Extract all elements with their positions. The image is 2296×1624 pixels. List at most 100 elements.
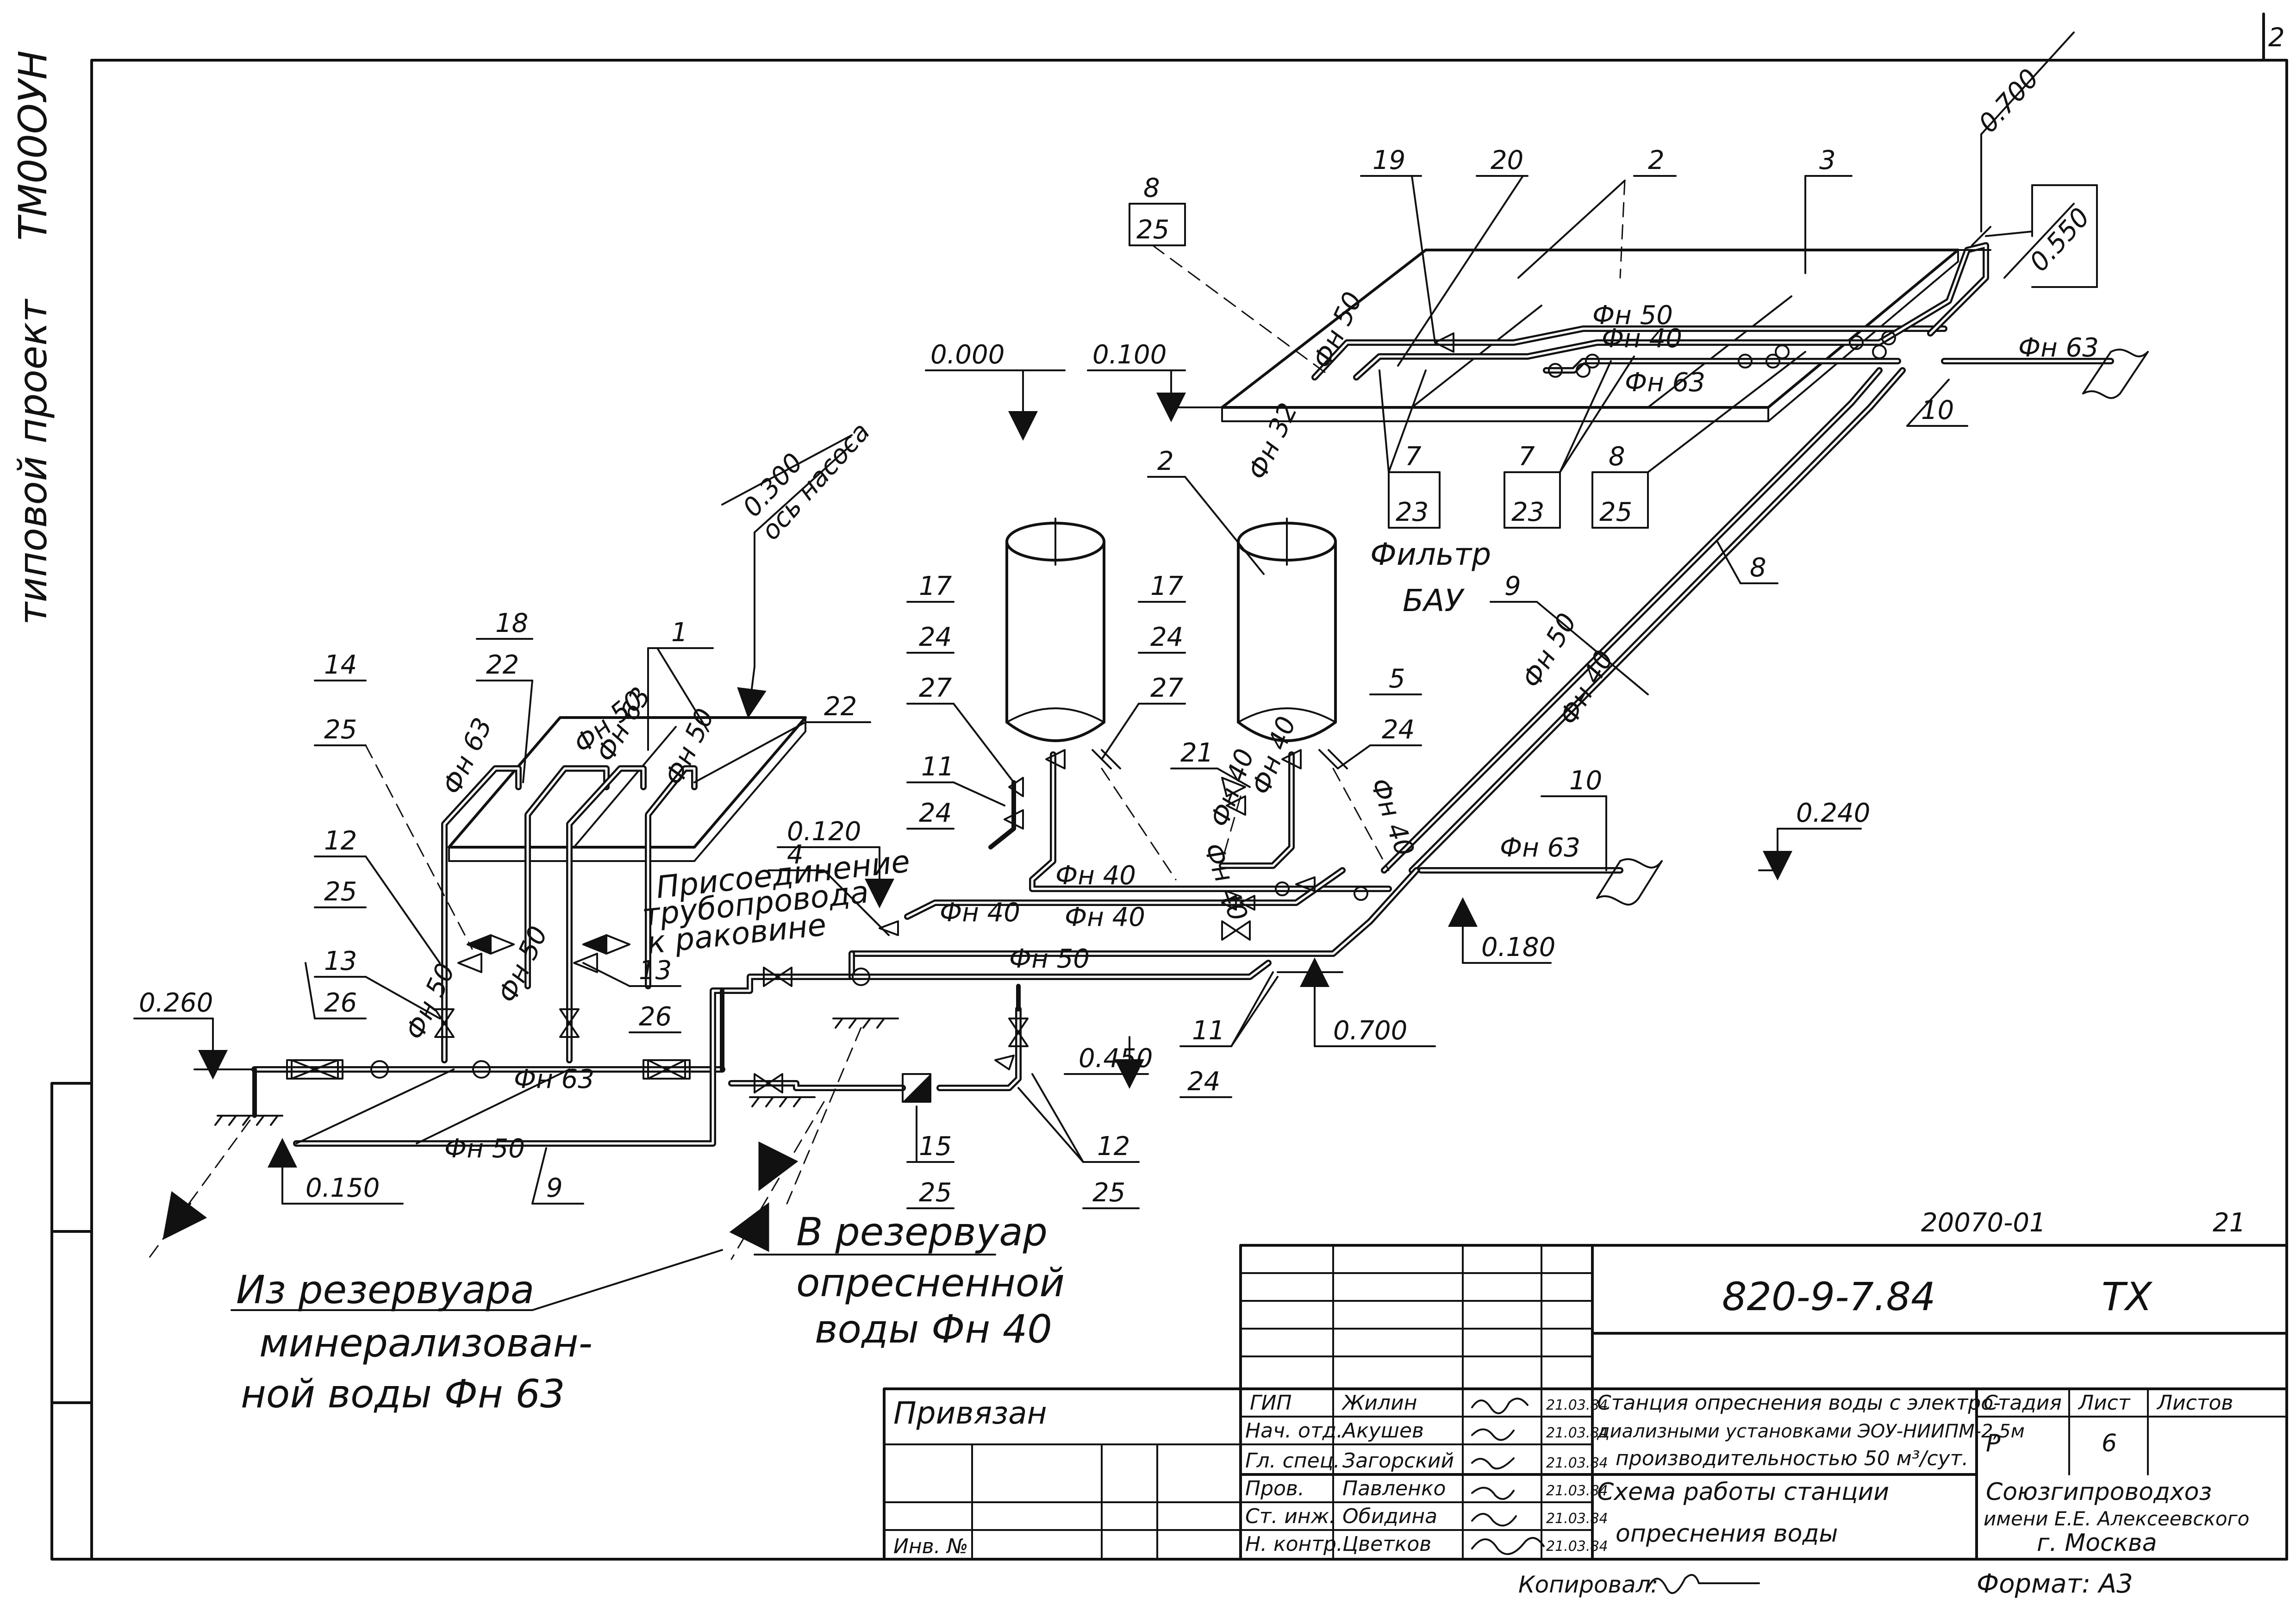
pump-risers bbox=[441, 765, 698, 1063]
source-note-3: ной воды Фн 63 bbox=[241, 1371, 565, 1417]
tag-27-right: 27 bbox=[1150, 673, 1184, 703]
date: 21.03.84 bbox=[1546, 1425, 1608, 1441]
discipline-code: ТХ bbox=[2102, 1274, 2153, 1319]
tag-21: 21 bbox=[1180, 738, 1213, 768]
tag-23-b: 23 bbox=[1511, 497, 1544, 527]
tag-7-b: 7 bbox=[1518, 442, 1535, 472]
date: 21.03.84 bbox=[1546, 1511, 1608, 1527]
copied-by-label: Копировал: bbox=[1518, 1571, 1659, 1598]
tag-2-top: 2 bbox=[1648, 145, 1665, 175]
tag-13-right: 13 bbox=[639, 956, 672, 986]
pipe-label: Фн 40 bbox=[1065, 902, 1145, 932]
sheet-value: 6 bbox=[2102, 1430, 2117, 1457]
tag-26-left: 26 bbox=[324, 988, 357, 1018]
stage-value: Р bbox=[1986, 1430, 2001, 1457]
dest-note-3: воды Фн 40 bbox=[815, 1306, 1052, 1352]
tag-8-right: 8 bbox=[1609, 442, 1625, 472]
document-code: 820-9-7.84 bbox=[1722, 1274, 1935, 1319]
pipe-label: Фн 63 bbox=[1625, 368, 1705, 398]
level-0240: 0.240 bbox=[1796, 798, 1870, 828]
pipe-label: Фн 50 bbox=[1307, 287, 1368, 373]
dest-note-2: опресненной bbox=[796, 1260, 1065, 1305]
tag-12-left: 12 bbox=[324, 826, 357, 856]
tag-25-15: 25 bbox=[919, 1178, 952, 1208]
upper-pipes bbox=[1311, 242, 2149, 399]
date: 21.03.84 bbox=[1546, 1538, 1608, 1555]
tag-25-right: 25 bbox=[1599, 497, 1632, 527]
filter-label-1: Фильтр bbox=[1370, 537, 1491, 572]
tag-12-mid: 12 bbox=[1097, 1131, 1130, 1162]
level-0450: 0.450 bbox=[1079, 1043, 1153, 1074]
dest-note-1: В резервуар bbox=[796, 1209, 1048, 1255]
pipe-label: Фн 63 bbox=[2018, 333, 2099, 363]
level-0700-top: 0.700 bbox=[1973, 63, 2045, 139]
tag-15: 15 bbox=[919, 1131, 952, 1162]
tag-25-top: 25 bbox=[1136, 215, 1169, 245]
tag-18: 18 bbox=[495, 608, 528, 638]
tag-19: 19 bbox=[1373, 145, 1405, 175]
pipe-label: Фн 50 bbox=[1009, 944, 1090, 974]
pipe-label: Фн 40 bbox=[1364, 775, 1420, 861]
pipe-label: Фн 50 bbox=[493, 922, 554, 1007]
tag-1: 1 bbox=[671, 618, 688, 648]
tag-24-5: 24 bbox=[1382, 715, 1415, 745]
sheet-title-1: Схема работы станции bbox=[1597, 1478, 1889, 1506]
pump-platform bbox=[448, 716, 807, 862]
level-0700-bottom: 0.700 bbox=[1333, 1016, 1407, 1046]
pipe-label: Фн 63 bbox=[437, 713, 498, 799]
format-label: Формат: А3 bbox=[1977, 1569, 2133, 1599]
tag-24-17l: 24 bbox=[919, 622, 952, 652]
tag-9-bottom: 9 bbox=[546, 1173, 563, 1203]
org-city: г. Москва bbox=[2037, 1529, 2157, 1557]
archive-number: 20070-01 bbox=[1921, 1208, 2046, 1238]
level-0120: 0.120 bbox=[787, 817, 861, 847]
tag-20: 20 bbox=[1491, 145, 1523, 175]
sheet-header: Лист bbox=[2078, 1391, 2131, 1415]
tag-labels: 8 25 19 20 2 3 7 23 7 23 8 25 10 2 9 8 1… bbox=[324, 145, 1954, 1208]
tag-27-left: 27 bbox=[919, 673, 952, 703]
level-0100: 0.100 bbox=[1092, 340, 1167, 370]
source-note-2: минерализован- bbox=[259, 1320, 593, 1366]
date: 21.03.84 bbox=[1546, 1455, 1608, 1471]
pipe-label: Фн 50 bbox=[444, 1134, 525, 1164]
corner-mark: 2 bbox=[2268, 23, 2285, 53]
leaders bbox=[133, 31, 2098, 1311]
level-0000: 0.000 bbox=[930, 340, 1004, 370]
tag-5: 5 bbox=[1389, 664, 1405, 694]
project-title-1: Станция опреснения воды с электро- bbox=[1597, 1391, 2001, 1415]
role-chief-spec: Гл. спец. bbox=[1245, 1449, 1340, 1473]
name-akushev: Акушев bbox=[1341, 1419, 1424, 1443]
name-pavlenko: Павленко bbox=[1342, 1477, 1446, 1500]
inventory-label: Инв. № bbox=[893, 1535, 968, 1558]
pipe-label: Фн 40 bbox=[1055, 861, 1136, 891]
sheet-total: 21 bbox=[2213, 1208, 2246, 1238]
tag-10-top: 10 bbox=[1921, 395, 1954, 425]
pipe-label: Фн 40 bbox=[1198, 839, 1254, 925]
tag-14: 14 bbox=[324, 650, 357, 680]
org-name-2: имени Е.Е. Алексеевского bbox=[1984, 1507, 2249, 1530]
signatures bbox=[1471, 1398, 1545, 1555]
level-0150: 0.150 bbox=[306, 1173, 380, 1203]
title-block bbox=[883, 1244, 2288, 1561]
tag-2-filter: 2 bbox=[1157, 446, 1174, 476]
name-obidina: Обидина bbox=[1342, 1505, 1437, 1528]
copied-by-signature bbox=[1647, 1574, 1760, 1594]
tag-24-17r: 24 bbox=[1150, 622, 1183, 652]
tag-17-left: 17 bbox=[919, 571, 952, 601]
tag-26-right: 26 bbox=[639, 1002, 672, 1032]
filter-right bbox=[1237, 518, 1337, 742]
date: 21.03.84 bbox=[1546, 1483, 1608, 1499]
tag-10-mid: 10 bbox=[1569, 766, 1602, 796]
pipe-label: Фн 50 bbox=[1592, 300, 1673, 331]
lower-collectors bbox=[214, 920, 1272, 1147]
source-note-1: Из резервуара bbox=[236, 1267, 534, 1312]
sheet-title-2: опреснения воды bbox=[1616, 1520, 1838, 1548]
tag-13-left: 13 bbox=[324, 946, 357, 976]
tag-11-mid: 11 bbox=[1192, 1016, 1225, 1046]
pipe-label: Фн 40 bbox=[940, 898, 1020, 928]
role-checked: Пров. bbox=[1245, 1477, 1304, 1500]
pipe-label: Фн 40 bbox=[1602, 324, 1682, 354]
pipe-label: Фн 32 bbox=[1242, 399, 1304, 484]
org-name-1: Союзгипроводхоз bbox=[1986, 1478, 2212, 1506]
